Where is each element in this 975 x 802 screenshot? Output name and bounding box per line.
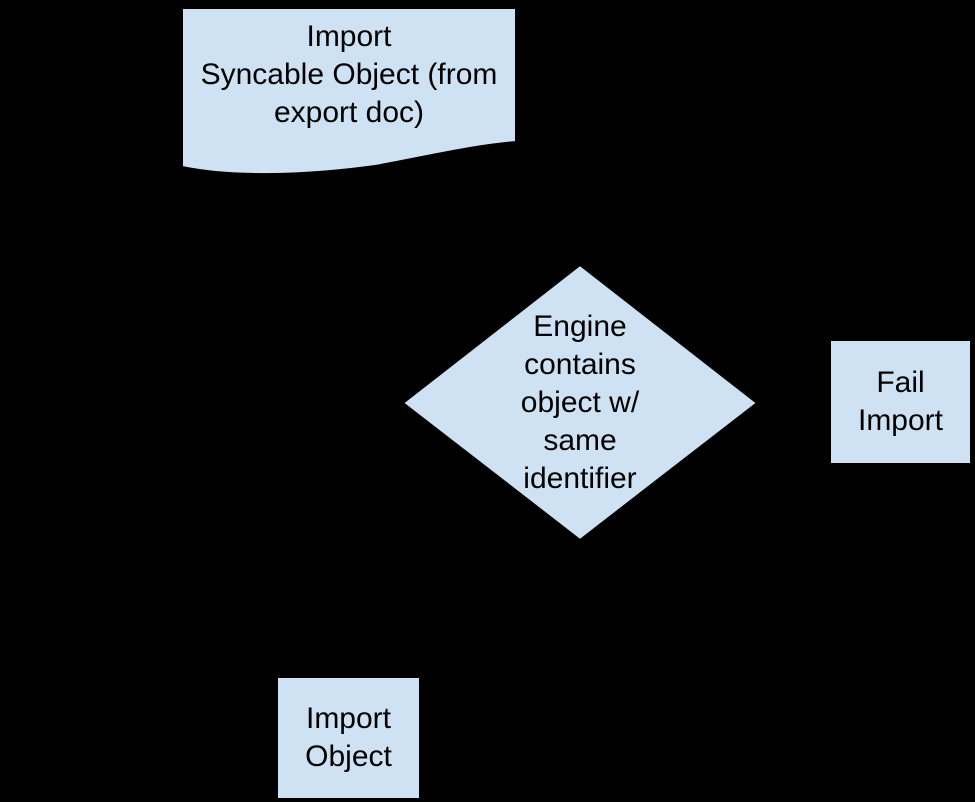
import-object-node-shape: [276, 676, 421, 800]
fail-import-node-shape: [829, 339, 972, 465]
decision-diamond-shape: [401, 263, 759, 542]
document-node-shape: [181, 7, 517, 176]
